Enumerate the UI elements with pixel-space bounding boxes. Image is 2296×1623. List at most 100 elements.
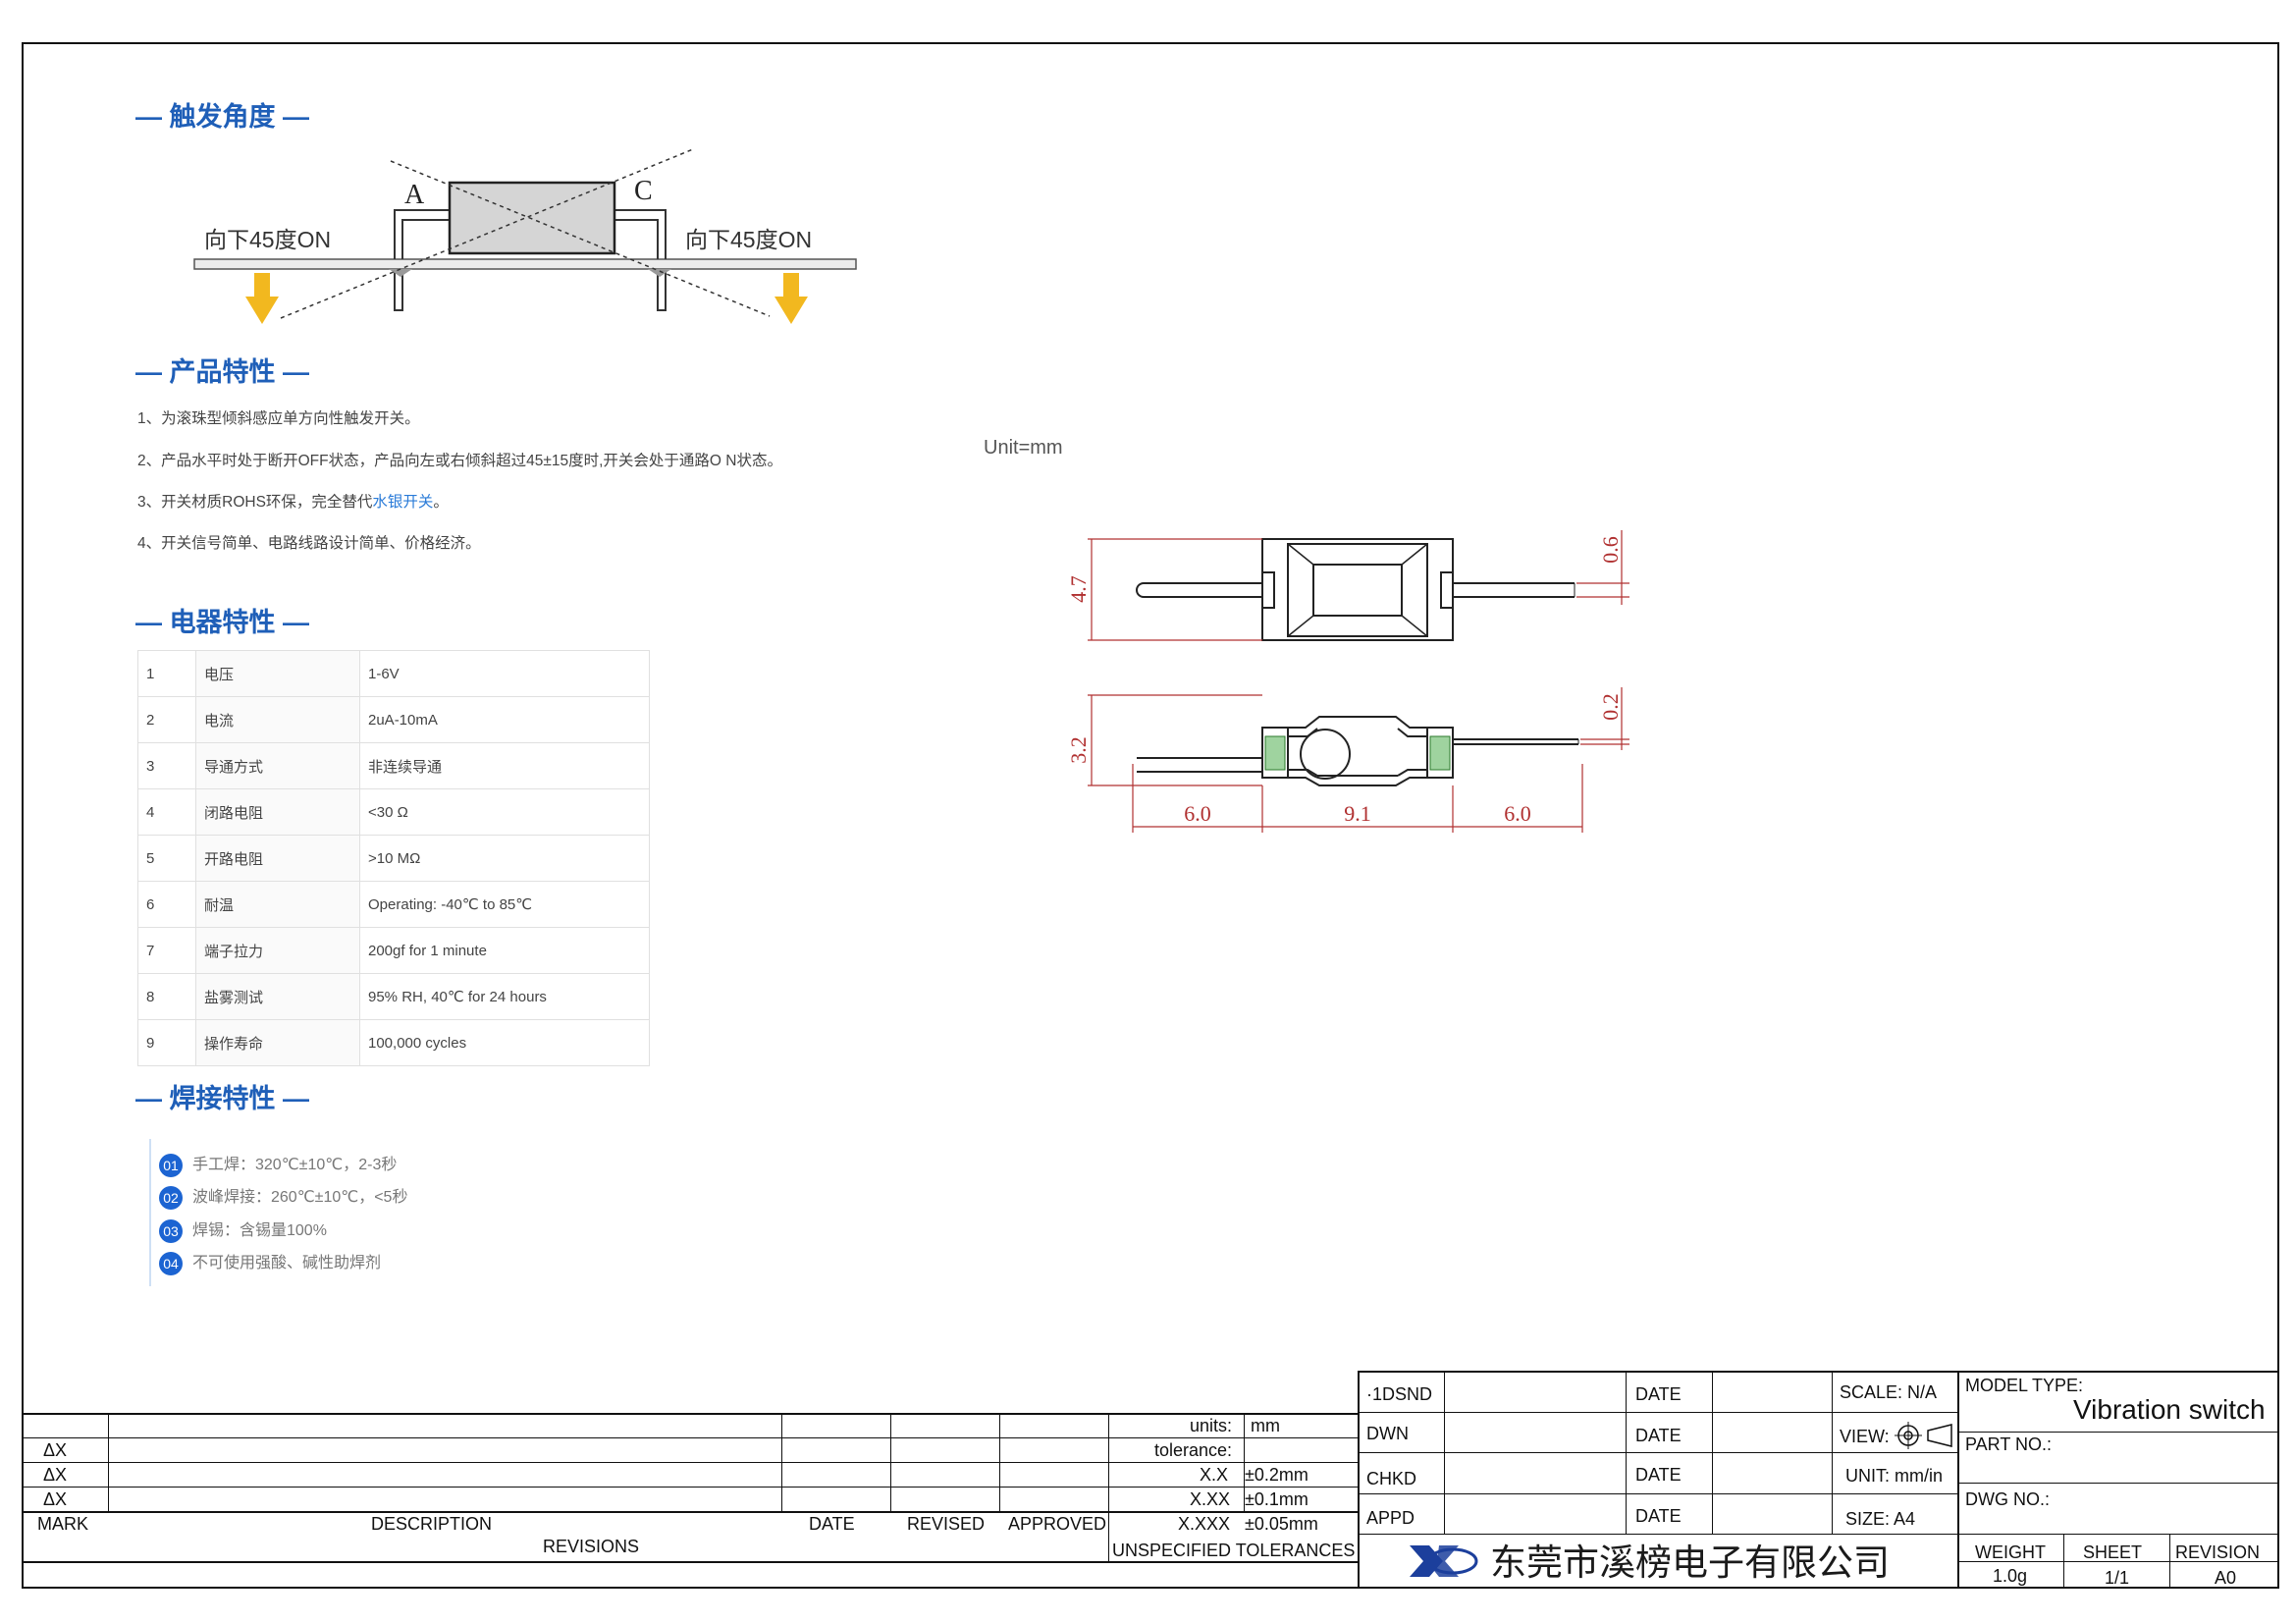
company-logo-icon	[1410, 1545, 1478, 1577]
dim-height-side: 3.2	[1066, 736, 1091, 764]
tol-value-1: ±0.2mm	[1245, 1465, 1308, 1485]
section-title-electrical: — 电器特性 —	[135, 608, 310, 637]
feature-item-3: 3、开关材质ROHS环保，完全替代水银开关。	[137, 494, 449, 511]
electrical-cell-idx: 6	[137, 881, 196, 928]
weight-label: WEIGHT	[1975, 1542, 2046, 1562]
electrical-cell-idx: 3	[137, 742, 196, 789]
label-c: C	[634, 176, 653, 206]
dim-height-top: 4.7	[1066, 575, 1091, 603]
electrical-cell-idx: 7	[137, 927, 196, 974]
dim-left: 6.0	[1184, 801, 1211, 826]
signoff-checked: CHKD	[1366, 1469, 1417, 1488]
unit-label: Unit=mm	[984, 437, 1063, 459]
scale-text: SCALE: N/A	[1840, 1382, 1938, 1402]
electrical-cell-idx: 4	[137, 788, 196, 836]
rev-delta-2: ΔX	[43, 1465, 68, 1485]
model-type-label: MODEL TYPE:	[1965, 1376, 2084, 1395]
tol-label-1: X.X	[1200, 1465, 1229, 1485]
electrical-cell-value: >10 MΩ	[359, 835, 650, 882]
part-no-label: PART NO.:	[1965, 1434, 2053, 1454]
top-view	[1136, 538, 1575, 641]
revision-label: REVISION	[2175, 1542, 2261, 1562]
electrical-cell-idx: 8	[137, 973, 196, 1020]
section-title-trigger-angle: — 触发角度 —	[135, 102, 310, 132]
sheet-label: SHEET	[2083, 1542, 2143, 1562]
rev-approved: APPROVED	[1008, 1514, 1107, 1534]
signoff-date-1: DATE	[1635, 1384, 1682, 1404]
tol-label-2: X.XX	[1190, 1489, 1231, 1509]
electrical-cell-value: Operating: -40℃ to 85℃	[359, 881, 650, 928]
electrical-cell-name: 盐雾测试	[195, 973, 360, 1020]
tol-label-3: X.XXX	[1178, 1514, 1231, 1534]
feature-item-2: 2、产品水平时处于断开OFF状态，产品向左或右倾斜超过45±15度时,开关会处于…	[137, 453, 782, 469]
electrical-cell-value: 200gf for 1 minute	[359, 927, 650, 974]
electrical-cell-value: 2uA-10mA	[359, 696, 650, 743]
electrical-cell-name: 电流	[195, 696, 360, 743]
unit-text: UNIT: mm/in	[1845, 1466, 1943, 1486]
electrical-cell-value: 100,000 cycles	[359, 1019, 650, 1066]
left-angle-text: 向下45度ON	[204, 227, 331, 252]
tolerance-label: tolerance:	[1154, 1440, 1233, 1460]
dim-right: 6.0	[1504, 801, 1531, 826]
rev-revised: REVISED	[907, 1514, 986, 1534]
section-title-features: — 产品特性 —	[135, 357, 310, 387]
section-title-soldering: — 焊接特性 —	[135, 1084, 310, 1113]
electrical-cell-value: 1-6V	[359, 650, 650, 697]
units-value: mm	[1251, 1416, 1280, 1435]
electrical-cell-idx: 9	[137, 1019, 196, 1066]
dim-mid: 9.1	[1344, 801, 1371, 826]
right-down-arrow-icon	[783, 273, 799, 298]
tol-value-3: ±0.05mm	[1245, 1514, 1318, 1534]
electrical-cell-name: 电压	[195, 650, 360, 697]
electrical-cell-value: 95% RH, 40℃ for 24 hours	[359, 973, 650, 1020]
weight-value: 1.0g	[1993, 1566, 2028, 1586]
model-type-value: Vibration switch	[2073, 1394, 2266, 1425]
dim-lead-top: 0.6	[1598, 536, 1623, 564]
rev-delta-3: ΔX	[43, 1489, 68, 1509]
signoff-date-4: DATE	[1635, 1506, 1682, 1526]
company-name: 东莞市溪榜电子有限公司	[1490, 1542, 1890, 1583]
electrical-cell-name: 导通方式	[195, 742, 360, 789]
signoff-drawn: DWN	[1366, 1424, 1409, 1443]
electrical-cell-name: 端子拉力	[195, 927, 360, 974]
view-text: VIEW:	[1840, 1427, 1890, 1446]
mercury-switch-link[interactable]: 水银开关	[372, 494, 434, 511]
rev-delta-1: ΔX	[43, 1440, 68, 1460]
electrical-cell-name: 闭路电阻	[195, 788, 360, 836]
right-angle-text: 向下45度ON	[685, 227, 812, 252]
dim-lead-side: 0.2	[1598, 693, 1623, 721]
units-label: units:	[1190, 1416, 1233, 1435]
electrical-cell-name: 耐温	[195, 881, 360, 928]
soldering-bar	[149, 1139, 151, 1286]
tol-value-2: ±0.1mm	[1245, 1489, 1308, 1509]
sheet-value: 1/1	[2105, 1568, 2130, 1588]
electrical-cell-idx: 5	[137, 835, 196, 882]
electrical-cell-value: <30 Ω	[359, 788, 650, 836]
signoff-designed: ·1DSND	[1366, 1384, 1433, 1404]
feature-item-1: 1、为滚珠型倾斜感应单方向性触发开关。	[137, 410, 420, 427]
feature-item-4: 4、开关信号简单、电路线路设计简单、价格经济。	[137, 535, 481, 552]
size-text: SIZE: A4	[1845, 1509, 1916, 1529]
electrical-cell-idx: 1	[137, 650, 196, 697]
revision-value: A0	[2215, 1568, 2237, 1588]
side-view	[1137, 716, 1579, 786]
signoff-approved: APPD	[1366, 1508, 1415, 1528]
signoff-date-3: DATE	[1635, 1465, 1682, 1485]
dimension-lines	[1088, 530, 1629, 833]
label-a: A	[404, 180, 425, 210]
technical-drawing: 4.7 0.6 3.2 0.2 6.0 9.1 6.0	[1066, 530, 1629, 833]
rev-date: DATE	[809, 1514, 855, 1534]
electrical-cell-name: 操作寿命	[195, 1019, 360, 1066]
